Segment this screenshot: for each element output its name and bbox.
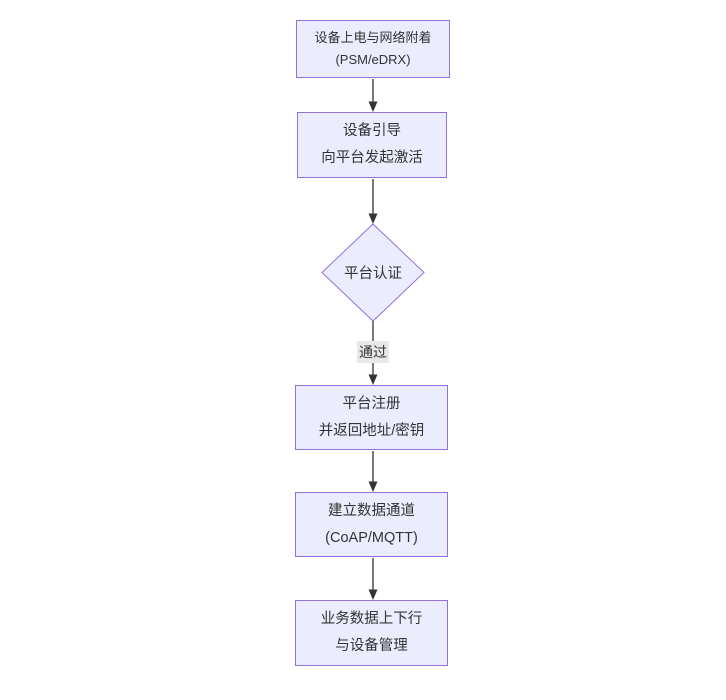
node-text-line: 建立数据通道	[328, 502, 415, 519]
node-device-power-attach: 设备上电与网络附着 (PSM/eDRX)	[296, 20, 450, 78]
node-text-line: 业务数据上下行	[320, 611, 423, 628]
decision-diamond-platform-auth	[321, 223, 425, 322]
node-text-line: 设备引导	[343, 123, 401, 140]
node-text-line: 并返回地址/密钥	[318, 422, 425, 439]
node-data-channel: 建立数据通道 (CoAP/MQTT)	[295, 492, 448, 557]
node-device-bootstrap: 设备引导 向平台发起激活	[297, 112, 447, 178]
node-text-line: (PSM/eDRX)	[335, 52, 411, 67]
edge-bootstrap-to-auth	[368, 179, 378, 224]
node-text-line: 平台注册	[342, 395, 401, 412]
node-platform-register: 平台注册 并返回地址/密钥	[295, 385, 448, 450]
node-text-line: 设备上电与网络附着	[314, 29, 432, 45]
edge-channel-to-business	[368, 558, 378, 600]
edge-label-pass: 通过	[357, 341, 389, 363]
node-text-line: 与设备管理	[335, 638, 408, 654]
node-text-line: 向平台发起激活	[321, 150, 423, 166]
edge-power-to-bootstrap	[368, 79, 378, 112]
edge-register-to-channel	[368, 451, 378, 492]
node-business-data: 业务数据上下行 与设备管理	[295, 600, 448, 666]
node-text-line: (CoAP/MQTT)	[325, 529, 418, 546]
